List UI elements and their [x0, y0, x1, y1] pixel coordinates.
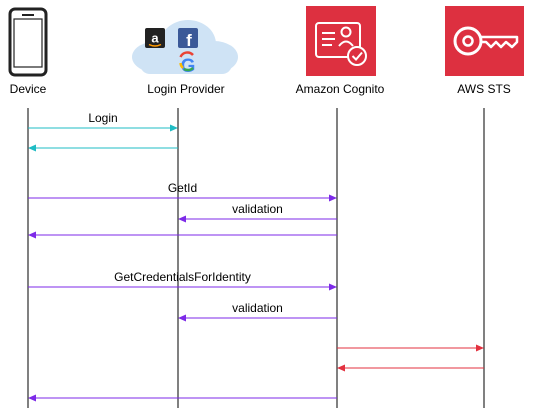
message-arrowhead: [178, 215, 186, 223]
message-label: GetCredentialsForIdentity: [114, 270, 251, 284]
message-label: Login: [88, 111, 117, 125]
message-6: GetCredentialsForIdentity: [28, 270, 337, 291]
message-4: validation: [178, 202, 337, 223]
message-7: validation: [178, 301, 337, 322]
message-8: [337, 344, 484, 352]
message-arrowhead: [28, 144, 36, 152]
message-arrowhead: [329, 283, 337, 291]
participant-label-amazon-cognito: Amazon Cognito: [296, 82, 385, 96]
message-arrowhead: [170, 124, 178, 132]
message-label: GetId: [168, 181, 197, 195]
message-arrowhead: [28, 231, 36, 239]
participant-label-aws-sts: AWS STS: [457, 82, 511, 96]
message-9: [337, 364, 484, 372]
message-label: validation: [232, 202, 283, 216]
message-10: [28, 394, 337, 402]
message-arrowhead: [28, 394, 36, 402]
message-3: GetId: [28, 181, 337, 202]
cognito-icon: [306, 6, 376, 76]
message-arrowhead: [178, 314, 186, 322]
badge-facebook: f: [186, 31, 192, 50]
message-arrowhead: [476, 344, 484, 352]
identity-providers-cloud-icon: a f G: [132, 20, 238, 77]
amazon-logo-icon: a: [145, 28, 165, 48]
message-2: [28, 144, 178, 152]
badge-amazon: a: [151, 31, 159, 46]
message-1: Login: [28, 111, 178, 132]
message-arrowhead: [337, 364, 345, 372]
message-label: validation: [232, 301, 283, 315]
facebook-logo-icon: f: [178, 28, 198, 50]
message-arrows: LoginGetIdvalidationGetCredentialsForIde…: [28, 111, 484, 402]
badge-google: G: [181, 56, 196, 77]
google-logo-icon: G: [179, 51, 196, 77]
participant-label-login-provider: Login Provider: [147, 82, 224, 96]
smartphone-icon: [8, 7, 48, 77]
key-icon: [445, 6, 524, 76]
message-arrowhead: [329, 194, 337, 202]
message-5: [28, 231, 337, 239]
participant-label-device: Device: [10, 82, 47, 96]
